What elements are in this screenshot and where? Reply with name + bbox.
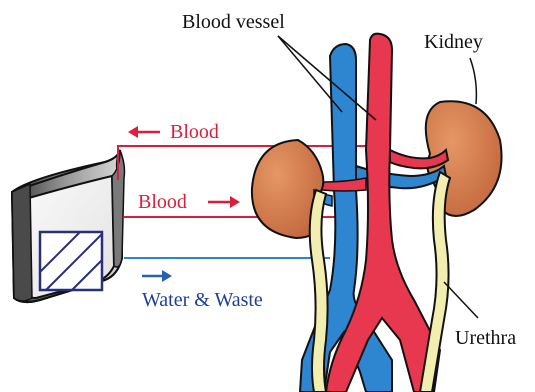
dialysis-machine bbox=[12, 150, 125, 302]
label-blood-vessel: Blood vessel bbox=[182, 11, 285, 33]
urethra-leader bbox=[444, 282, 478, 318]
filter-window bbox=[40, 232, 102, 290]
label-water-waste: Water & Waste bbox=[142, 289, 263, 311]
arrow-left-icon bbox=[128, 126, 160, 138]
arrow-right-icon bbox=[142, 270, 172, 282]
label-urethra: Urethra bbox=[455, 327, 516, 349]
label-blood-in: Blood bbox=[138, 191, 187, 213]
label-blood-out: Blood bbox=[170, 121, 219, 143]
left-ureter bbox=[310, 190, 328, 392]
right-ureter bbox=[420, 172, 450, 392]
kidney-leader bbox=[470, 58, 476, 104]
label-kidney: Kidney bbox=[424, 31, 483, 53]
arrow-right-icon bbox=[208, 196, 240, 208]
blood-vessel-leaders bbox=[278, 36, 376, 120]
